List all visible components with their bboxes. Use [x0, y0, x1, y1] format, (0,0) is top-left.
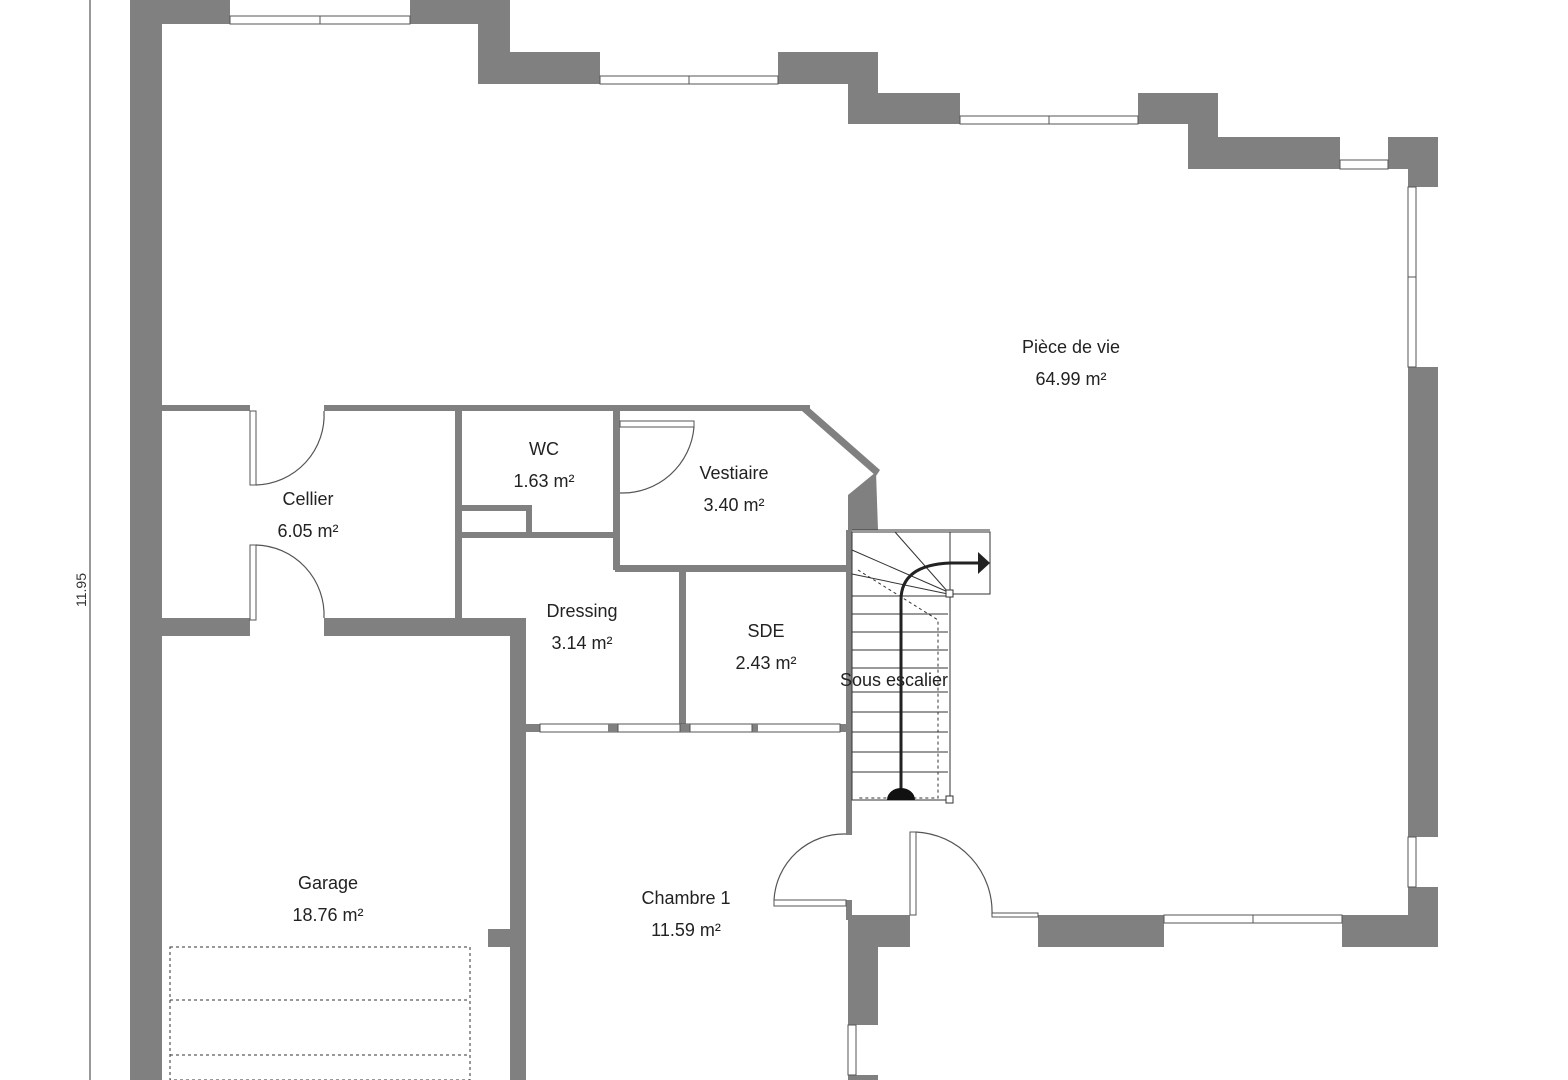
room-name-garage: Garage: [298, 873, 358, 893]
room-name-sde: SDE: [747, 621, 784, 641]
room-name-dressing: Dressing: [546, 601, 617, 621]
dimension-label: 11.95: [73, 573, 89, 607]
room-area-cellier: 6.05 m²: [277, 521, 338, 541]
room-name-wc: WC: [529, 439, 559, 459]
room-area-garage: 18.76 m²: [292, 905, 363, 925]
room-name-piece-de-vie: Pièce de vie: [1022, 337, 1120, 357]
doors: [169, 410, 1039, 1080]
room-area-piece-de-vie: 64.99 m²: [1035, 369, 1106, 389]
room-name-cellier: Cellier: [282, 489, 333, 509]
room-area-chambre-1: 11.59 m²: [651, 920, 721, 940]
interior-walls: [130, 405, 880, 920]
exterior-walls: [130, 0, 1438, 1080]
windows: [229, 15, 1417, 1076]
room-name-chambre-1: Chambre 1: [641, 888, 730, 908]
room-labels: Pièce de vie 64.99 m² WC 1.63 m² Vestiai…: [277, 337, 1120, 940]
room-area-dressing: 3.14 m²: [551, 633, 612, 653]
stair-label: Sous escalier: [840, 670, 948, 690]
room-area-vestiaire: 3.40 m²: [703, 495, 764, 515]
staircase: [851, 529, 991, 804]
room-area-sde: 2.43 m²: [735, 653, 796, 673]
room-area-wc: 1.63 m²: [513, 471, 574, 491]
room-name-vestiaire: Vestiaire: [699, 463, 768, 483]
